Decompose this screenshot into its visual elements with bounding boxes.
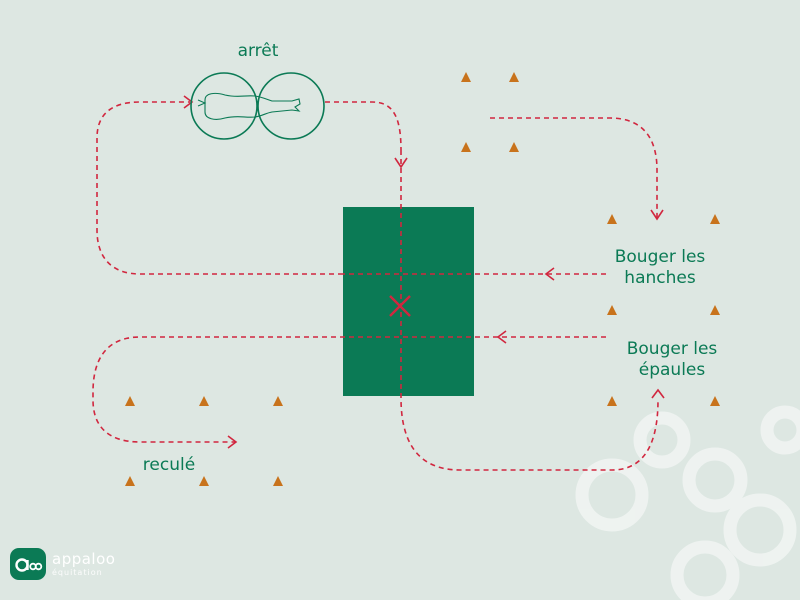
cone-icon: [710, 305, 720, 315]
cone-icon: [710, 396, 720, 406]
label-hanches-line2: hanches: [624, 268, 696, 288]
cone-icon: [461, 72, 471, 82]
cone-icon: [607, 305, 617, 315]
arrow-left-epaules: [496, 330, 507, 344]
cone-icon: [273, 476, 283, 486]
path-center-vertical: [400, 150, 659, 471]
brand-logo: appaloo équitation: [10, 548, 115, 580]
arrowheads: [183, 95, 665, 449]
arrow-down-right: [650, 209, 664, 221]
x-marker-icon: [389, 295, 411, 317]
cone-icon: [509, 72, 519, 82]
path-top-right: [490, 117, 658, 218]
label-epaules-line1: Bouger les: [626, 339, 718, 359]
cone-icon: [607, 396, 617, 406]
label-epaules-line2: épaules: [638, 360, 706, 380]
cone-icon: [199, 396, 209, 406]
cone-icon: [710, 214, 720, 224]
cones: [125, 72, 720, 486]
label-hanches-line1: Bouger les: [614, 247, 706, 267]
arrow-right-recule: [227, 435, 238, 449]
cone-icon: [125, 396, 135, 406]
path-epaules: [92, 336, 606, 443]
watermark-rings: [575, 405, 800, 600]
brand-text: appaloo équitation: [52, 549, 116, 577]
cone-icon: [125, 476, 135, 486]
arrow-down-center: [394, 157, 408, 169]
cone-icon: [509, 142, 519, 152]
brand-name: appaloo: [52, 549, 116, 568]
arrow-up-epaules: [651, 388, 665, 399]
path-left-loop: [96, 101, 343, 275]
appaloo-logo-icon: [10, 548, 46, 580]
cone-icon: [607, 214, 617, 224]
center-square: [343, 207, 474, 396]
cone-icon: [461, 142, 471, 152]
cone-icon: [199, 476, 209, 486]
label-hanches: Bouger les hanches: [600, 247, 720, 289]
label-recule: reculé: [142, 455, 196, 475]
brand-subtitle: équitation: [52, 567, 103, 577]
arrow-left-hanches: [544, 267, 555, 281]
label-epaules: Bouger les épaules: [612, 339, 732, 381]
path-top-loop: [325, 101, 402, 151]
dashed-paths: [92, 101, 659, 471]
label-arret: arrêt: [237, 41, 279, 61]
cone-icon: [273, 396, 283, 406]
horse-topdown-icon: [190, 72, 325, 140]
